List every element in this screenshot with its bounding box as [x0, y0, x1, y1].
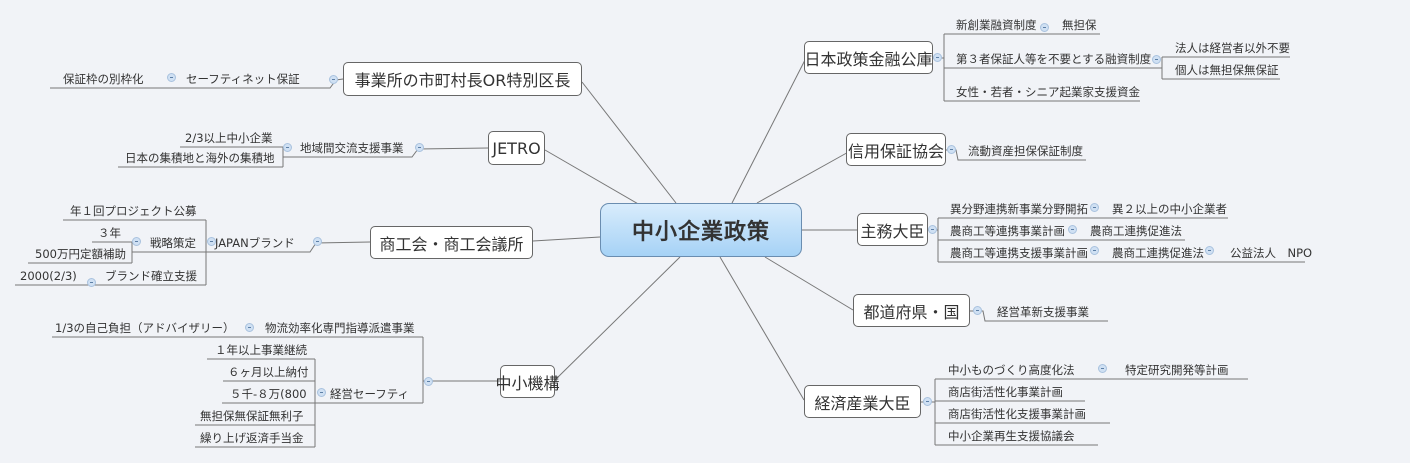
topic-prefecture-national[interactable]: 都道府県・国: [853, 294, 970, 327]
topic-competent-minister[interactable]: 主務大臣: [857, 213, 928, 246]
collapse-icon[interactable]: [923, 397, 932, 406]
collapse-icon[interactable]: [207, 237, 216, 246]
collapse-icon[interactable]: [1068, 225, 1077, 234]
collapse-icon[interactable]: [1152, 55, 1161, 64]
collapse-icon[interactable]: [424, 377, 433, 386]
subtopic[interactable]: ３年: [98, 226, 121, 240]
subtopic[interactable]: 1/3の自己負担（アドバイザリー）: [55, 321, 235, 335]
subtopic[interactable]: 経営革新支援事業: [997, 305, 1089, 319]
topic-chamber-of-commerce[interactable]: 商工会・商工会議所: [370, 226, 533, 259]
subtopic[interactable]: 第３者保証人等を不要とする融資制度: [956, 52, 1152, 66]
subtopic[interactable]: 商店街活性化事業計画: [948, 385, 1063, 399]
collapse-icon[interactable]: [1205, 246, 1214, 255]
subtopic[interactable]: 異２以上の中小企業者: [1112, 202, 1227, 216]
subtopic[interactable]: 商店街活性化支援事業計画: [948, 407, 1086, 421]
collapse-icon[interactable]: [928, 225, 937, 234]
subtopic[interactable]: ブランド確立支援: [105, 269, 197, 283]
subtopic[interactable]: 年１回プロジェクト公募: [70, 204, 197, 218]
topic-municipality-head[interactable]: 事業所の市町村長OR特別区長: [343, 62, 582, 96]
collapse-icon[interactable]: [313, 237, 322, 246]
topic-credit-guarantee[interactable]: 信用保証協会: [846, 133, 946, 166]
subtopic[interactable]: 物流効率化専門指導派遣事業: [265, 321, 415, 335]
subtopic[interactable]: JAPANブランド: [215, 236, 295, 250]
collapse-icon[interactable]: [973, 306, 982, 315]
topic-japan-finance-corp[interactable]: 日本政策金融公庫: [804, 41, 933, 74]
collapse-icon[interactable]: [1090, 203, 1099, 212]
subtopic[interactable]: ６ヶ月以上納付: [228, 365, 309, 379]
subtopic[interactable]: 戦略策定: [150, 236, 196, 250]
collapse-icon[interactable]: [167, 73, 176, 82]
subtopic[interactable]: 2000(2/3): [20, 269, 77, 283]
central-topic[interactable]: 中小企業政策: [600, 203, 802, 257]
subtopic[interactable]: 農商工等連携支援事業計画: [950, 246, 1088, 260]
subtopic[interactable]: 中小企業再生支援協議会: [948, 429, 1075, 443]
collapse-icon[interactable]: [947, 145, 956, 154]
collapse-icon[interactable]: [132, 237, 141, 246]
subtopic[interactable]: セーフティネット保証: [186, 72, 300, 86]
topic-jetro[interactable]: JETRO: [488, 131, 545, 165]
subtopic[interactable]: 女性・若者・シニア起業家支援資金: [956, 85, 1140, 99]
subtopic[interactable]: 農商工連携促進法: [1090, 224, 1182, 238]
subtopic[interactable]: 経営セーフティ: [330, 387, 410, 401]
subtopic[interactable]: 異分野連携新事業分野開拓: [950, 202, 1088, 216]
subtopic[interactable]: 流動資産担保保証制度: [968, 144, 1083, 158]
collapse-icon[interactable]: [283, 143, 292, 152]
subtopic[interactable]: 農商工連携促進法: [1112, 246, 1204, 260]
subtopic[interactable]: 新創業融資制度: [956, 18, 1037, 32]
subtopic[interactable]: 法人は経営者以外不要: [1175, 41, 1290, 55]
subtopic[interactable]: 2/3以上中小企業: [185, 131, 273, 145]
collapse-icon[interactable]: [415, 143, 424, 152]
subtopic[interactable]: 特定研究開発等計画: [1125, 363, 1229, 377]
subtopic[interactable]: 公益法人 NPO: [1230, 246, 1313, 260]
subtopic[interactable]: 保証枠の別枠化: [63, 72, 144, 86]
subtopic[interactable]: 繰り上げ返済手当金: [200, 431, 304, 445]
collapse-icon[interactable]: [933, 53, 942, 62]
collapse-icon[interactable]: [1090, 246, 1099, 255]
collapse-icon[interactable]: [1098, 364, 1107, 373]
collapse-icon[interactable]: [87, 278, 96, 287]
topic-meti-minister[interactable]: 経済産業大臣: [804, 385, 921, 418]
subtopic[interactable]: 無担保: [1062, 18, 1097, 32]
subtopic[interactable]: 地域間交流支援事業: [300, 141, 404, 155]
subtopic[interactable]: 無担保無保証無利子: [200, 409, 304, 423]
subtopic[interactable]: １年以上事業継続: [215, 343, 307, 357]
topic-sme-support-agency[interactable]: 中小機構: [496, 365, 560, 398]
subtopic[interactable]: 日本の集積地と海外の集積地: [125, 151, 275, 165]
collapse-icon[interactable]: [245, 323, 254, 332]
subtopic[interactable]: ５千-８万(800: [230, 387, 307, 401]
subtopic[interactable]: 500万円定額補助: [35, 247, 126, 261]
collapse-icon[interactable]: [329, 75, 338, 84]
collapse-icon[interactable]: [1040, 23, 1049, 32]
subtopic[interactable]: 個人は無担保無保証: [1175, 63, 1279, 77]
subtopic[interactable]: 農商工等連携事業計画: [950, 224, 1065, 238]
collapse-icon[interactable]: [317, 388, 326, 397]
subtopic[interactable]: 中小ものづくり高度化法: [948, 363, 1075, 377]
